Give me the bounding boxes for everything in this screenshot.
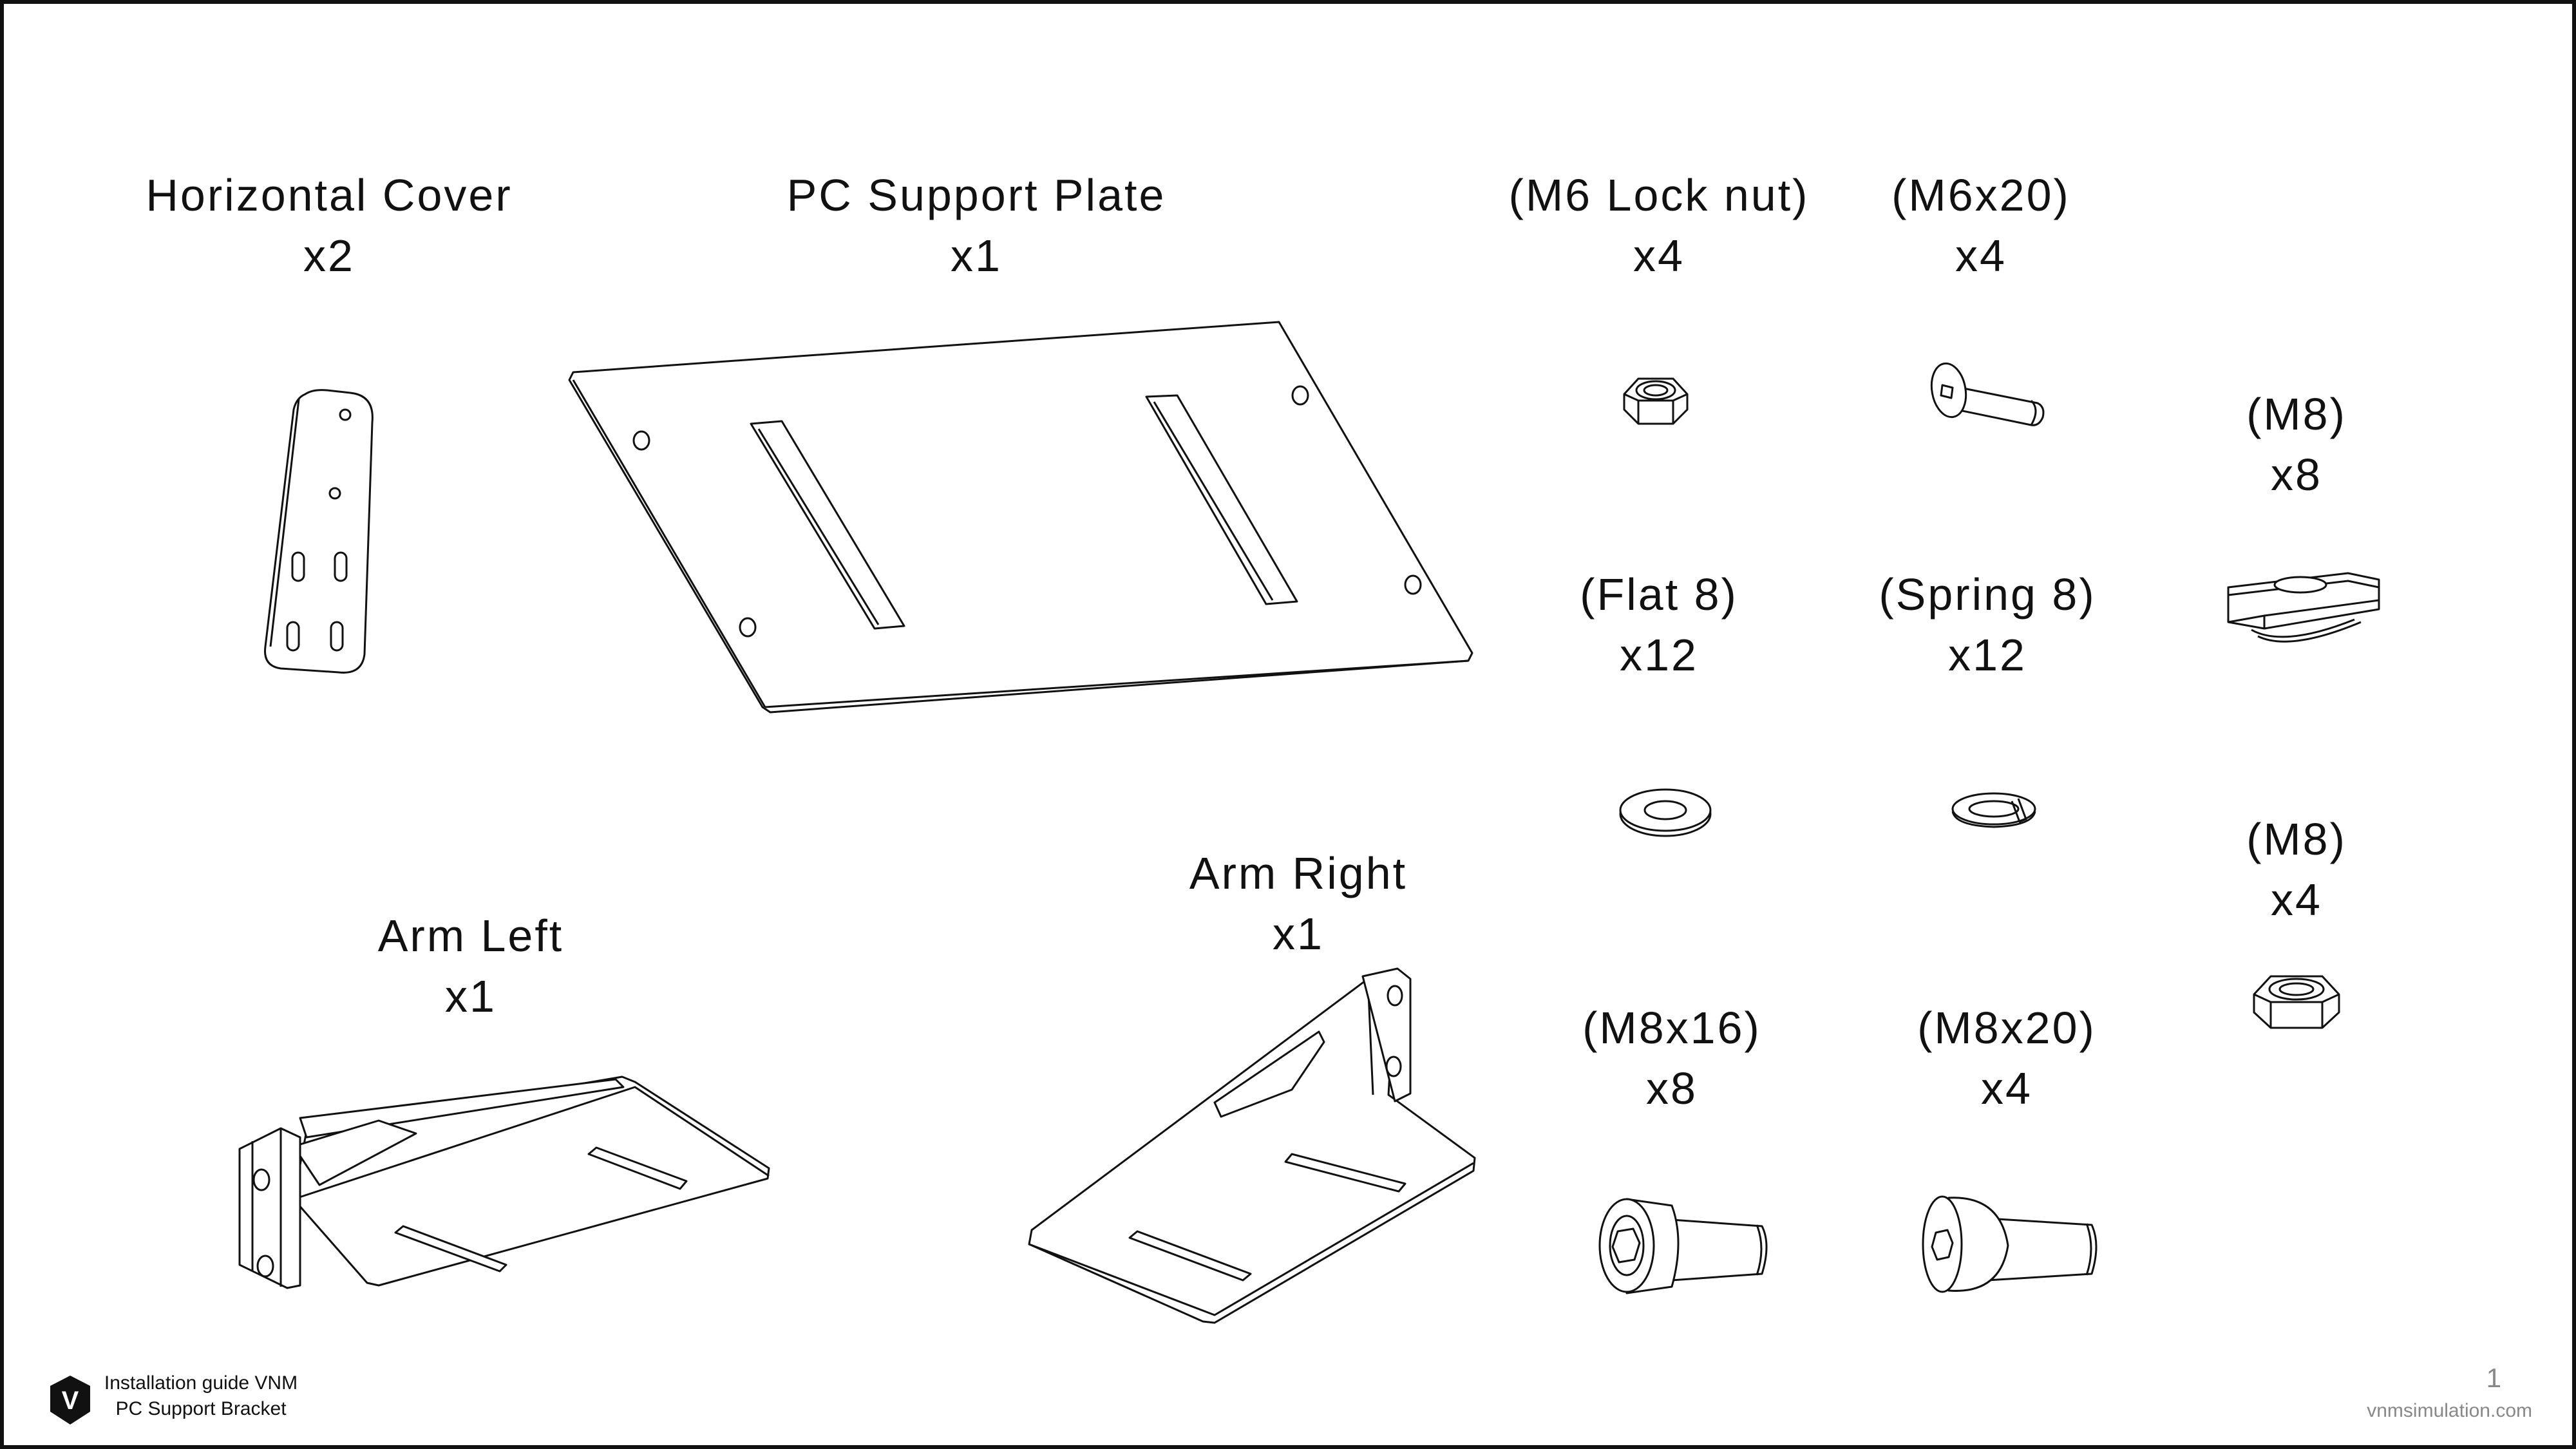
label-pc-support-plate: PC Support Plate x1 (751, 165, 1202, 286)
m8-nut-drawing (2245, 963, 2348, 1034)
guide-title: Installation guide VNM (104, 1372, 298, 1394)
pc-support-plate-drawing (564, 313, 1485, 719)
part-qty: x4 (1981, 1063, 2032, 1113)
part-qty: x8 (1646, 1063, 1698, 1113)
label-m8-tnut: (M8) x8 (2161, 384, 2432, 505)
part-qty: x4 (1955, 231, 2007, 281)
spring8-washer-drawing (1942, 783, 2045, 841)
label-m8-nut: (M8) x4 (2161, 809, 2432, 930)
label-m6x20: (M6x20) x4 (1852, 165, 2110, 286)
part-qty: x1 (1273, 909, 1324, 959)
page-number: 1 (2486, 1363, 2501, 1393)
part-qty: x4 (2271, 875, 2322, 925)
part-name: (Spring 8) (1879, 569, 2096, 620)
part-name: (M8x16) (1582, 1003, 1761, 1053)
label-arm-right: Arm Right x1 (1118, 843, 1479, 964)
label-spring8: (Spring 8) x12 (1839, 564, 2136, 685)
arm-right-drawing (1021, 957, 1485, 1331)
part-name: (M8) (2246, 814, 2347, 864)
label-m8x20: (M8x20) x4 (1871, 998, 2142, 1119)
part-name: (M6x20) (1891, 170, 2070, 220)
m8x16-screw-drawing (1588, 1189, 1781, 1298)
part-qty: x12 (1948, 630, 2027, 680)
part-qty: x1 (951, 231, 1002, 281)
part-name: Arm Left (377, 911, 564, 961)
part-qty: x4 (1633, 231, 1685, 281)
part-qty: x12 (1620, 630, 1698, 680)
part-qty: x1 (445, 971, 497, 1021)
label-horizontal-cover: Horizontal Cover x2 (133, 165, 526, 286)
label-arm-left: Arm Left x1 (294, 905, 648, 1027)
flat8-washer-drawing (1614, 783, 1717, 841)
part-name: (Flat 8) (1580, 569, 1738, 620)
part-name: (M6 Lock nut) (1508, 170, 1810, 220)
label-flat8: (Flat 8) x12 (1530, 564, 1788, 685)
m6x20-bolt-drawing (1923, 352, 2052, 442)
part-qty: x2 (303, 231, 355, 281)
guide-subtitle: PC Support Bracket (115, 1398, 287, 1419)
label-m6-lock-nut: (M6 Lock nut) x4 (1472, 165, 1846, 286)
website-link[interactable]: vnmsimulation.com (2367, 1400, 2532, 1421)
logo-letter: V (62, 1387, 79, 1415)
m8x20-screw-drawing (1917, 1182, 2103, 1298)
footer-guide-text: Installation guide VNM PC Support Bracke… (98, 1370, 304, 1422)
part-name: Arm Right (1189, 848, 1408, 898)
horizontal-cover-drawing (255, 384, 390, 680)
m6-lock-nut-drawing (1614, 365, 1698, 429)
part-name: (M8) (2246, 389, 2347, 439)
part-name: (M8x20) (1917, 1003, 2096, 1053)
m8-tnut-drawing (2219, 558, 2387, 654)
part-name: Horizontal Cover (146, 170, 513, 220)
arm-left-drawing (229, 1073, 777, 1298)
label-m8x16: (M8x16) x8 (1537, 998, 1807, 1119)
vnm-shield-icon: V (50, 1376, 90, 1425)
part-name: PC Support Plate (786, 170, 1166, 220)
part-qty: x8 (2271, 450, 2322, 500)
